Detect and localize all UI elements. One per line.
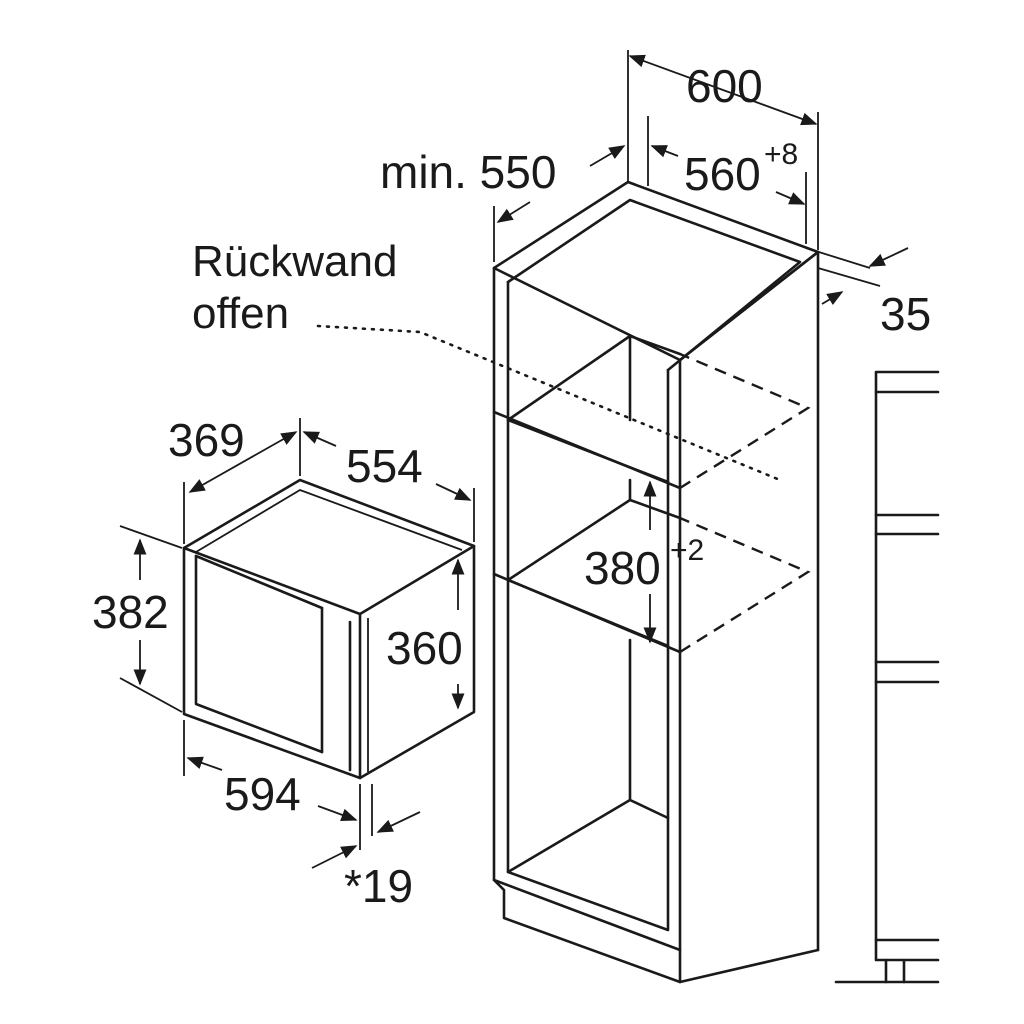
label-niche-height-tolerance: +2: [670, 534, 704, 567]
label-device-front-width: 594: [224, 768, 301, 820]
adjacent-cabinet: [834, 370, 940, 984]
label-device-front-depth: *19: [344, 860, 413, 912]
dimension-lines: [119, 50, 909, 869]
label-niche-width: 560: [684, 148, 761, 200]
tall-cabinet: [316, 180, 820, 984]
label-device-width: 554: [346, 440, 423, 492]
label-rear-wall-line1: Rückwand: [192, 237, 397, 286]
label-device-total-height: 382: [92, 586, 169, 638]
label-device-depth: 369: [168, 414, 245, 466]
label-side-offset: 35: [880, 288, 931, 340]
microwave-device: [182, 478, 476, 780]
label-device-body-height: 360: [386, 622, 463, 674]
label-niche-height: 380: [584, 542, 661, 594]
label-cabinet-width: 600: [686, 60, 763, 112]
label-rear-wall-line2: offen: [192, 289, 289, 338]
label-niche-width-tolerance: +8: [764, 138, 798, 171]
label-cabinet-depth: min. 550: [380, 146, 556, 198]
